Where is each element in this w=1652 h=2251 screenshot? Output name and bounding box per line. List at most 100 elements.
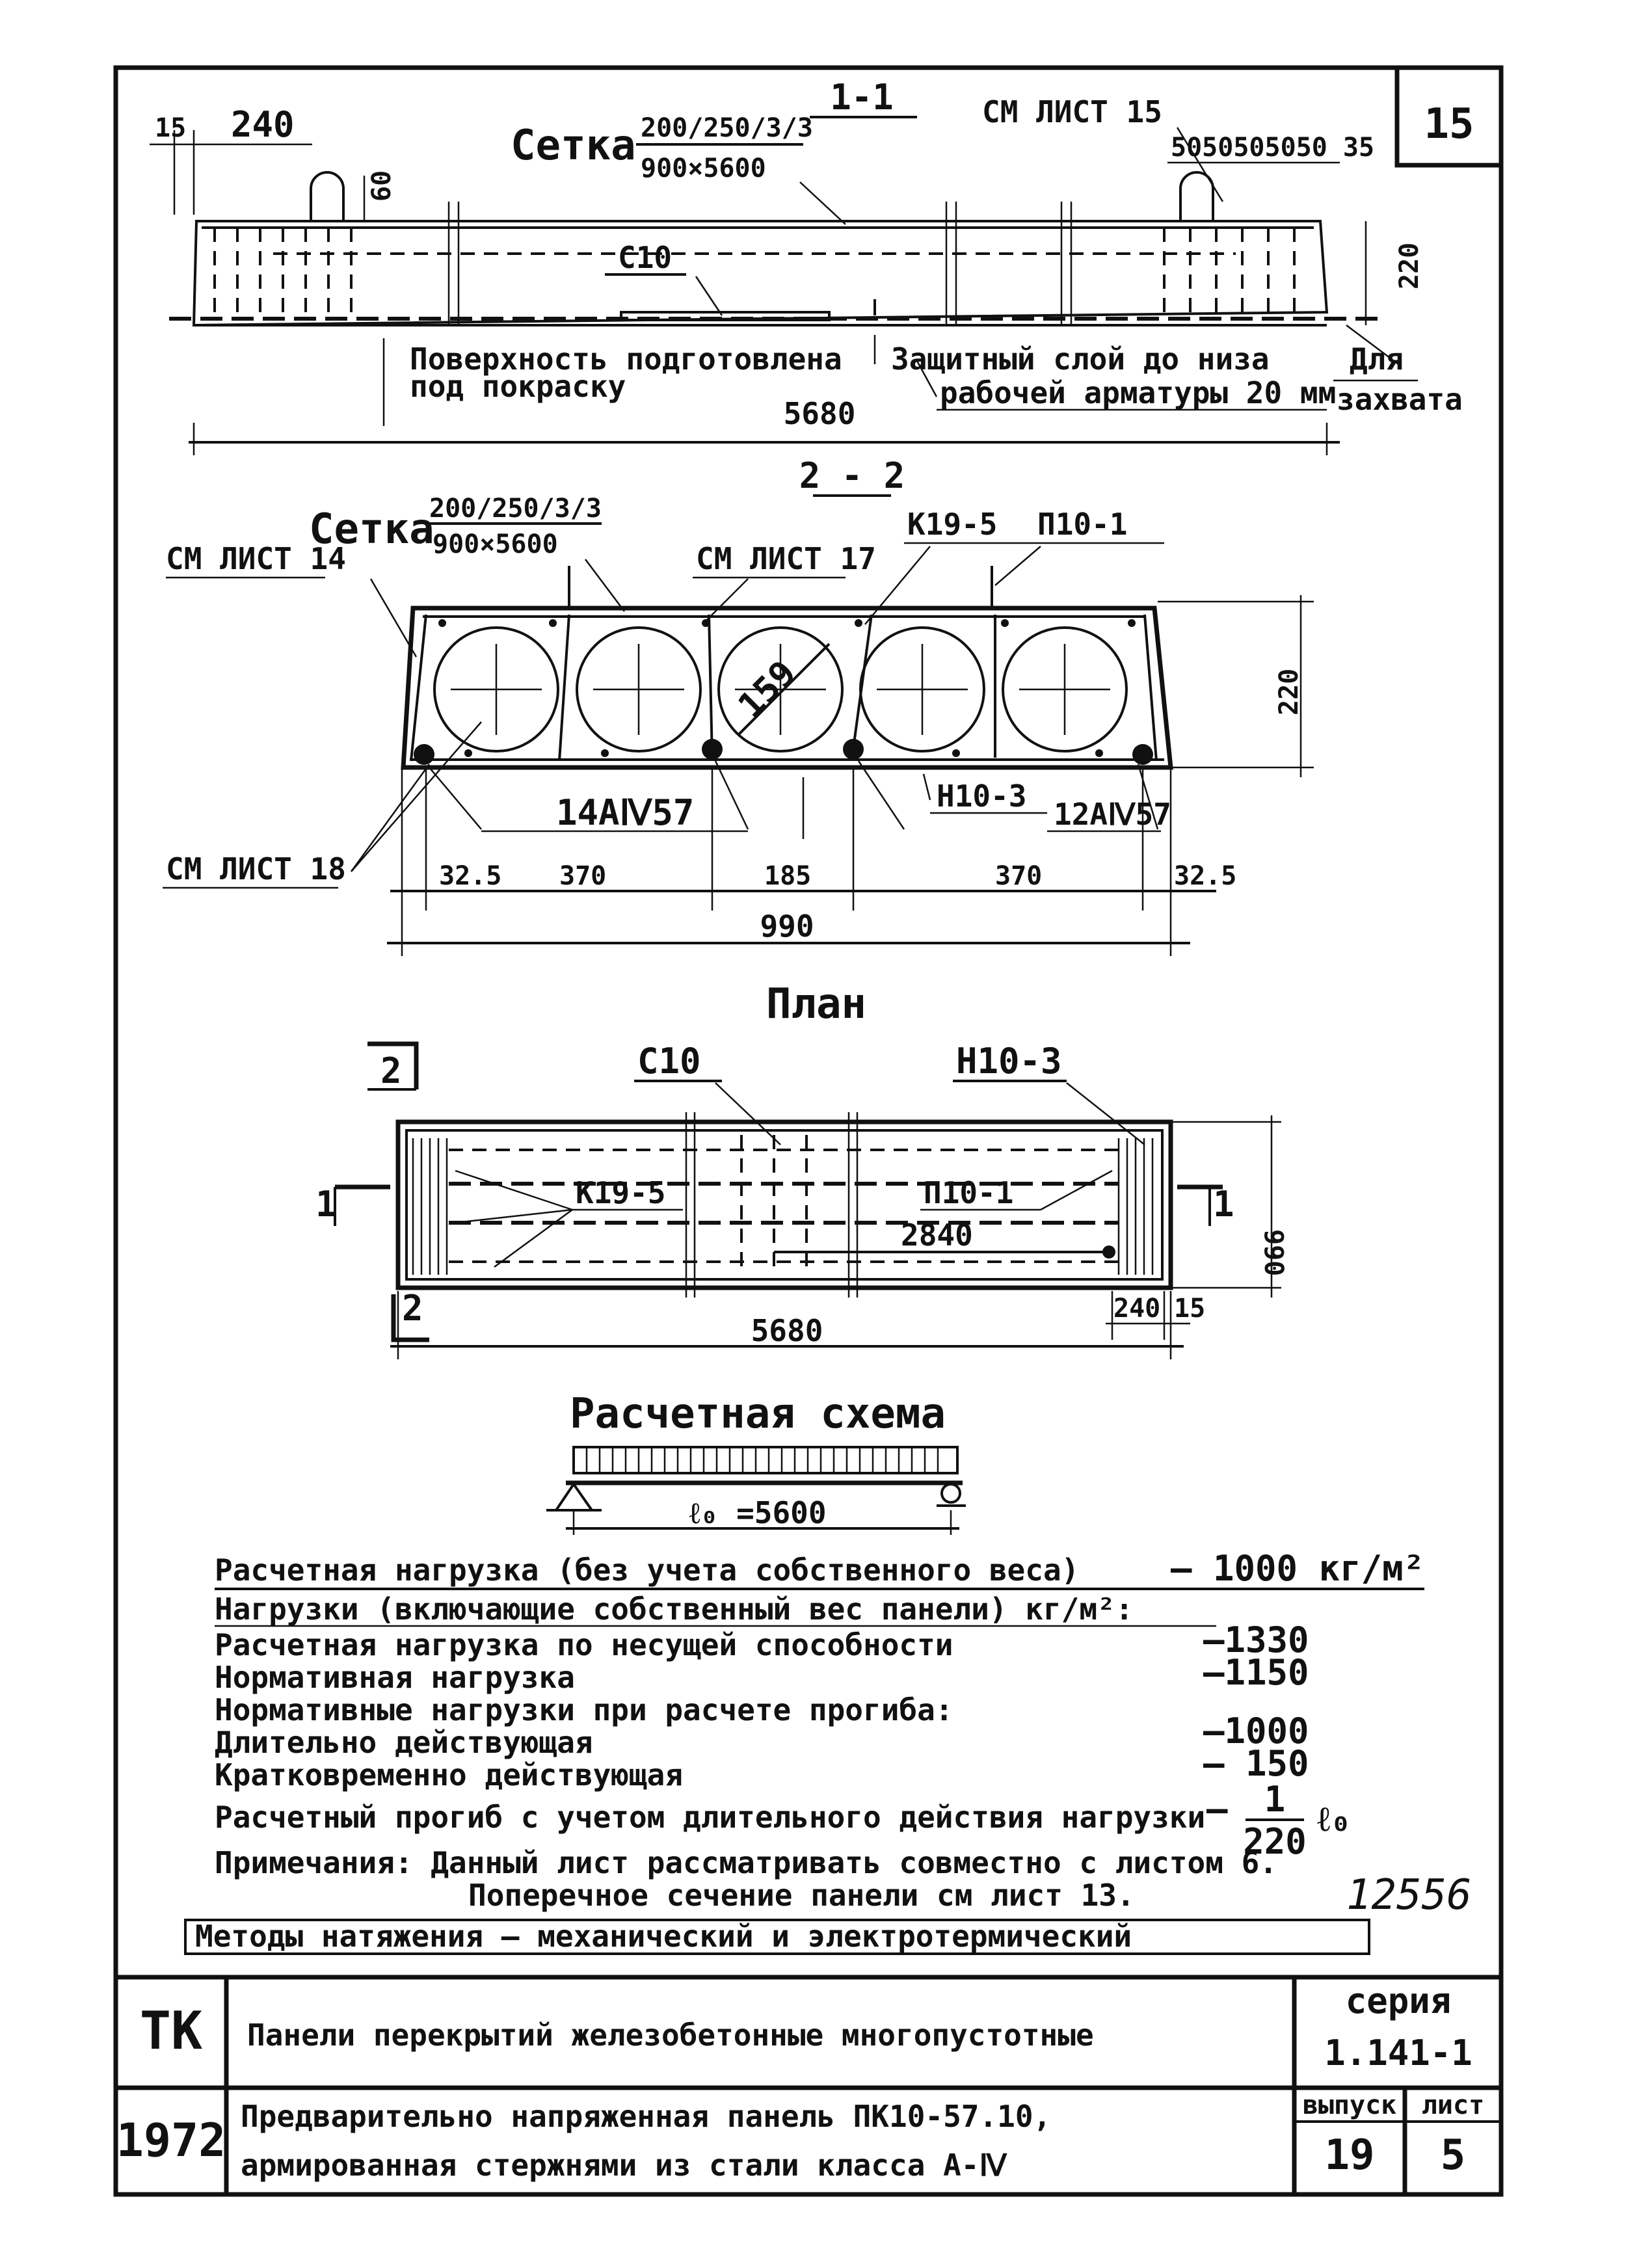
diameter-159: 159 [730,652,805,726]
span-label: ℓ₀ =5600 [689,1495,826,1530]
cut-2-bottom: 2 [402,1288,423,1329]
section-1-1-title: 1-1 [830,77,894,118]
ref-sheet-17: СМ ЛИСТ 17 [696,541,876,576]
scheme-title: Расчетная схема [570,1390,946,1438]
dim-15-plan: 15 [1174,1294,1205,1324]
ref-sheet-18: СМ ЛИСТ 18 [166,851,346,886]
tk-label: ТК [140,2001,202,2061]
n10-3-label: Н10-3 [937,779,1026,814]
rebar-right-label: 12АⅣ57 [1054,797,1171,832]
dim-32-5-left: 32.5 [439,861,501,891]
p10-1-plan: П10-1 [924,1175,1013,1210]
c10-label-plan: С10 [637,1041,701,1082]
sheet-value: 5 [1441,2131,1466,2179]
lifting-loop-right [1179,171,1214,221]
k19-5-label: К19-5 [907,507,997,542]
dim-2840: 2840 [901,1218,973,1253]
sheet-number: 15 [1424,100,1474,148]
dim-5680-1: 5680 [784,396,856,431]
dim-990-plan: 990 [1259,1229,1288,1276]
note-surface-1: Поверхность подготовлена [410,341,842,377]
load-row-4-label: Кратковременно действующая [215,1757,683,1792]
load-row-1-label: Нормативная нагрузка [215,1660,575,1695]
load-row-2-label: Нормативные нагрузки при расчете прогиба… [215,1692,953,1727]
dim-185: 185 [764,861,811,891]
section-1-1: 1-1 Сетка 200/250/3/3 900×5600 СМ ЛИСТ 1… [150,77,1424,426]
mesh-fraction-bottom-2: 900×5600 [433,529,558,559]
dim-60: 60 [367,170,397,202]
design-load-label: Расчетная нагрузка (без учета собственно… [215,1552,1079,1588]
plan-end-hatch-right [1117,1138,1154,1275]
p10-1-label: П10-1 [1037,507,1127,542]
dim-15-top: 15 [155,113,186,143]
note-grip-2: захвата [1337,382,1463,417]
hollow-cores [433,626,1128,753]
load-row-0-label: Расчетная нагрузка по несущей способност… [215,1627,953,1662]
title-line-3: армированная стержнями из стали класса А… [241,2148,1007,2183]
section-2-2-title: 2 - 2 [799,455,905,496]
end-stirrups-right [1163,228,1296,312]
plan-title: План [766,980,866,1028]
n10-3-label-plan: Н10-3 [956,1041,1062,1082]
deflection-den: 220 [1243,1821,1307,1862]
title-line-1: Панели перекрытий железобетонные многопу… [247,2018,1094,2053]
dim-5050-top: 5050505050 35 [1171,133,1374,163]
deflection-dash: — [1206,1789,1228,1830]
c10-label-1: С10 [618,240,672,275]
series-value: 1.141-1 [1324,2032,1472,2073]
note-cover-2: рабочей арматуры 20 мм [940,375,1336,410]
notes-line-2: Поперечное сечение панели см лист 13. [468,1878,1135,1913]
design-load-value: — 1000 кг/м² [1171,1548,1424,1589]
sheet-frame [113,65,1504,2197]
sheet-label: лист [1422,2090,1484,2120]
k19-5-plan: К19-5 [576,1175,665,1210]
title-block [116,1975,1501,2194]
notes-line-1: Примечания: Данный лист рассматривать со… [215,1845,1277,1880]
deflection-var: ℓ₀ [1317,1798,1352,1839]
issue-value: 19 [1324,2131,1374,2179]
load-row-3-label: Длительно действующая [215,1725,593,1760]
handwritten-number: 12556 [1346,1871,1472,1919]
note-grip-1: Для [1350,341,1404,377]
mesh-label-1: Сетка [511,122,636,170]
cut-2-top: 2 [380,1050,402,1091]
plan-view: План 2 1 1 2 С10 Н10-3 [315,980,1288,1359]
title-line-2: Предварительно напряженная панель ПК10-5… [241,2099,1051,2134]
note-surface-2: под покраску [410,369,626,404]
tension-methods: Методы натяжения — механический и электр… [195,1919,1132,1954]
mesh-label-2: Сетка [309,505,434,553]
end-stirrups-left [213,228,353,312]
dim-220-2: 220 [1274,669,1304,715]
dim-990-2: 990 [760,909,814,944]
dim-240-plan: 240 [1113,1294,1160,1324]
dim-240-top: 240 [231,104,295,145]
load-row-0-value: —1330 [1203,1619,1309,1660]
series-label: серия [1346,1980,1452,2021]
load-row-1-value: —1150 [1203,1652,1309,1693]
year-label: 1972 [116,2114,226,2167]
plan-end-hatch-left [412,1138,448,1275]
design-scheme: Расчетная схема ℓ₀ =560 [546,1390,966,1535]
dim-32-5-right: 32.5 [1174,861,1236,891]
ref-sheet-14: СМ ЛИСТ 14 [166,541,346,576]
issue-label: выпуск [1303,2090,1397,2120]
loads-block: Расчетная нагрузка (без учета собственно… [184,1548,1472,1955]
mesh-fraction-bottom-1: 900×5600 [641,153,766,183]
loads-header: Нагрузки (включающие собственный вес пан… [215,1592,1133,1627]
deflection-num: 1 [1264,1779,1286,1820]
section-2-2-dims: 32.5 370 185 370 32.5 990 [387,767,1236,956]
lifting-loop-left [310,171,345,221]
note-cover-1: Защитный слой до низа [891,341,1270,377]
cut-1-right: 1 [1213,1184,1234,1225]
load-row-4-value: — 150 [1203,1743,1309,1784]
deflection-label: Расчетный прогиб с учетом длительного де… [215,1800,1205,1835]
dim-370-right: 370 [995,861,1042,891]
cut-1-left: 1 [315,1184,337,1225]
dim-5680-plan: 5680 [751,1313,823,1348]
dim-220-1: 220 [1394,243,1424,289]
mesh-fraction-top-2: 200/250/3/3 [429,494,602,524]
load-row-3-value: —1000 [1203,1711,1309,1752]
dim-370-left: 370 [559,861,606,891]
rebar-left-label: 14АⅣ57 [556,792,694,833]
